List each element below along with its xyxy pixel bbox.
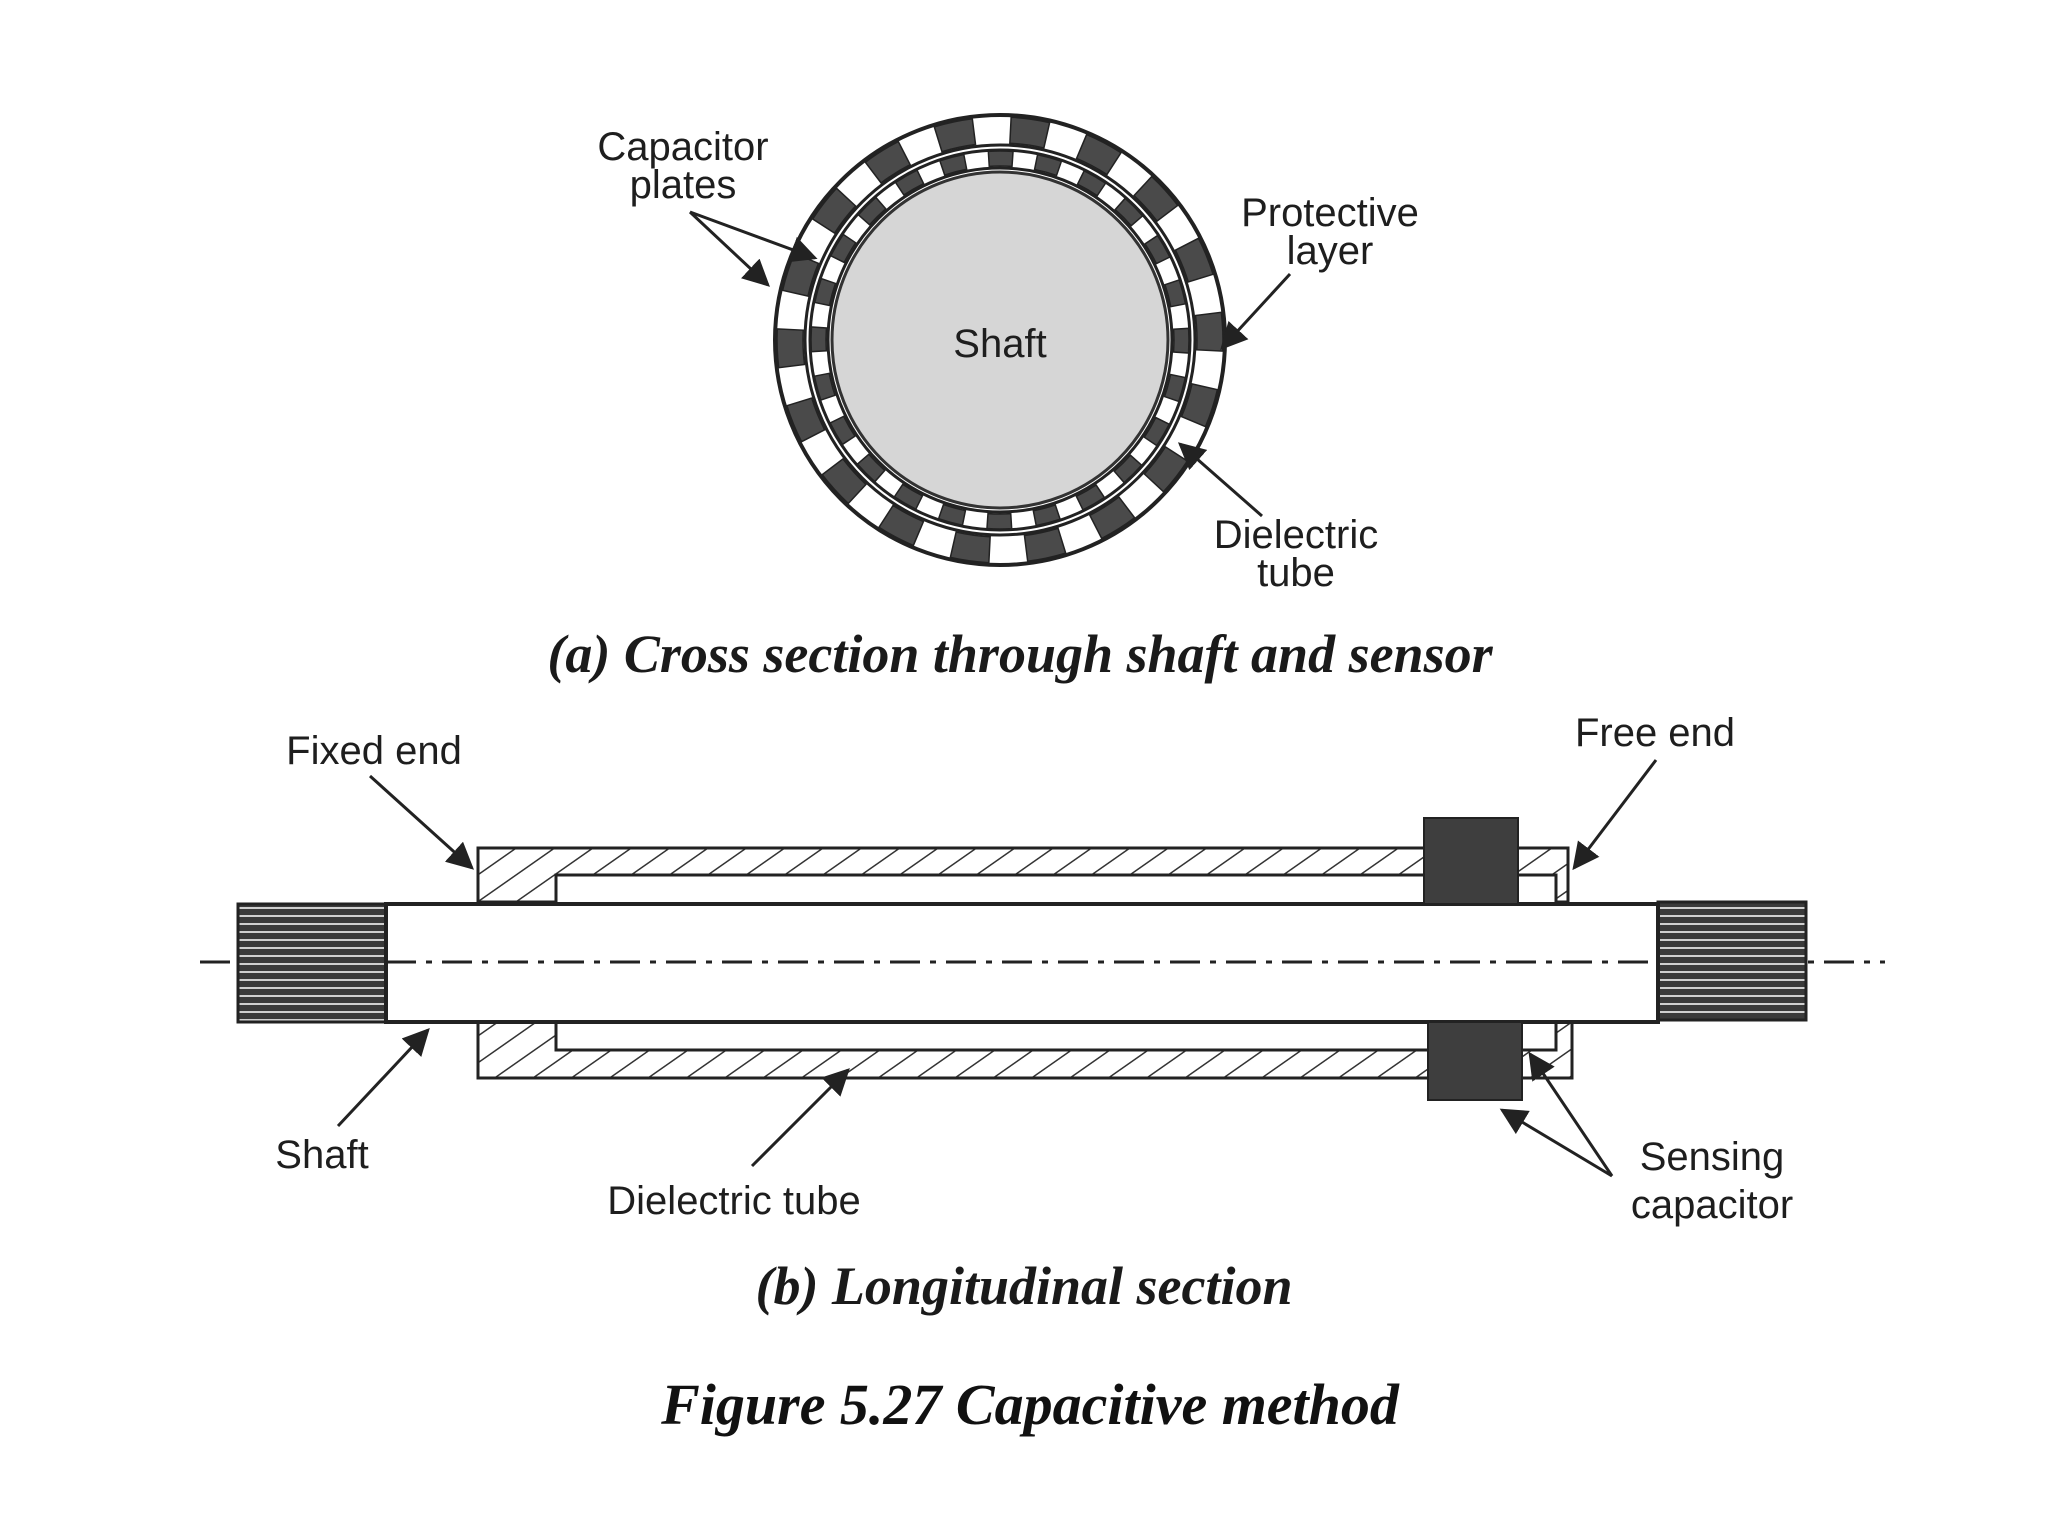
inner-capacitor-plate: [1163, 373, 1187, 403]
sensing-capacitor-leader-2: [1528, 1051, 1614, 1177]
outer-capacitor-plate: [933, 117, 977, 153]
capacitor-plates-leader-1: [689, 210, 818, 263]
shaft-leader: [336, 1028, 430, 1128]
outer-capacitor-plate: [1180, 382, 1219, 428]
dielectric-tube-label-line1: Dielectric: [1214, 513, 1378, 557]
inner-capacitor-plate: [1113, 454, 1143, 484]
shaft-label-b: Shaft: [275, 1133, 368, 1177]
inner-capacitor-plate: [829, 415, 857, 446]
outer-capacitor-plate: [1132, 175, 1179, 223]
figure-caption: Figure 5.27 Capacitive method: [660, 1372, 1400, 1437]
inner-capacitor-plate: [857, 196, 887, 226]
fixed-end-leader: [368, 774, 475, 870]
capacitor-plates-label-line1: Capacitor: [597, 125, 768, 169]
inner-capacitor-plate: [1172, 327, 1190, 354]
inner-capacitor-plate: [1033, 153, 1063, 177]
free-end-label: Free end: [1575, 711, 1735, 755]
dielectric-tube-bottom-wall: [476, 1020, 1574, 1080]
outer-capacitor-plate: [1009, 116, 1051, 149]
free-end-leader: [1572, 759, 1658, 871]
fixed-end-label: Fixed end: [286, 729, 462, 773]
cross-section-diagram: Shaft Capacitor plates Protective layer …: [547, 113, 1494, 684]
capacitor-plates-leader-2: [688, 210, 770, 287]
inner-capacitor-plate: [810, 326, 828, 353]
outer-capacitor-plate: [776, 328, 806, 369]
inner-capacitor-plates: [810, 150, 1190, 530]
inner-capacitor-plate: [1143, 234, 1171, 265]
dielectric-tube-top-wall: [476, 846, 1570, 904]
outer-capacitor-plate: [877, 504, 925, 547]
caption-a: (a) Cross section through shaft and sens…: [547, 624, 1493, 684]
sensing-capacitor-label-line1: Sensing: [1640, 1135, 1785, 1179]
sensing-capacitor-top-block: [1423, 817, 1519, 905]
dielectric-tube-label-b: Dielectric tube: [607, 1179, 860, 1223]
outer-capacitor-plate: [1143, 445, 1189, 493]
outer-capacitor-plate: [781, 252, 820, 298]
outer-ring-inner-edge: [803, 143, 1197, 537]
dielectric-tube-leader-b: [750, 1068, 850, 1168]
protective-layer-label-line1: Protective: [1241, 191, 1419, 235]
inner-capacitor-plate: [856, 453, 886, 483]
inner-capacitor-plate: [829, 233, 857, 264]
protective-layer-label-line2: layer: [1287, 229, 1374, 273]
dielectric-tube-leader: [1177, 442, 1263, 518]
outer-capacitor-plate: [1194, 311, 1224, 352]
shaft-cross-section: [830, 170, 1170, 510]
outer-capacitor-plate: [821, 457, 868, 505]
left-knurled-end: [236, 902, 388, 1024]
inner-capacitor-plate: [1075, 483, 1106, 511]
outer-capacitor-plate: [1174, 237, 1215, 283]
inner-capacitor-plate: [813, 372, 836, 402]
outer-capacitor-plate: [864, 140, 912, 184]
outer-capacitor-plate: [785, 397, 826, 443]
outer-capacitor-plate: [949, 531, 991, 564]
sensing-capacitor-bottom-block: [1427, 1021, 1523, 1101]
inner-capacitor-plate: [987, 150, 1014, 168]
inner-capacitor-plate: [1114, 197, 1144, 227]
inner-capacitor-plate: [893, 483, 924, 511]
dielectric-tube-label-line2: tube: [1257, 551, 1335, 595]
capacitor-plates-label-line2: plates: [630, 163, 737, 207]
caption-b: (b) Longitudinal section: [755, 1256, 1292, 1316]
inner-capacitor-plate: [1143, 416, 1171, 447]
outer-capacitor-plate: [1023, 527, 1067, 563]
outer-capacitor-plate: [811, 187, 857, 235]
sensing-capacitor-label-line2: capacitor: [1631, 1183, 1793, 1227]
inner-capacitor-plate: [938, 153, 968, 176]
outer-capacitor-plate: [1075, 133, 1123, 176]
outer-capacitor-plates: [776, 116, 1224, 564]
right-knurled-end: [1656, 900, 1808, 1022]
inner-capacitor-plate: [894, 169, 925, 197]
shaft-label-a: Shaft: [953, 322, 1046, 366]
sensing-capacitor-leader-1: [1499, 1108, 1613, 1178]
inner-capacitor-plate: [1032, 504, 1062, 527]
protective-layer-leader: [1220, 272, 1292, 350]
inner-capacitor-plate: [813, 277, 837, 307]
inner-capacitor-plate: [937, 503, 967, 527]
inner-capacitor-plate: [986, 512, 1013, 530]
longitudinal-section-diagram: Fixed end Free end Shaft Dielectric tube…: [200, 711, 1885, 1316]
inner-capacitor-plate: [1164, 278, 1187, 308]
outer-capacitor-plate: [1088, 496, 1136, 540]
inner-capacitor-plate: [1076, 169, 1107, 197]
